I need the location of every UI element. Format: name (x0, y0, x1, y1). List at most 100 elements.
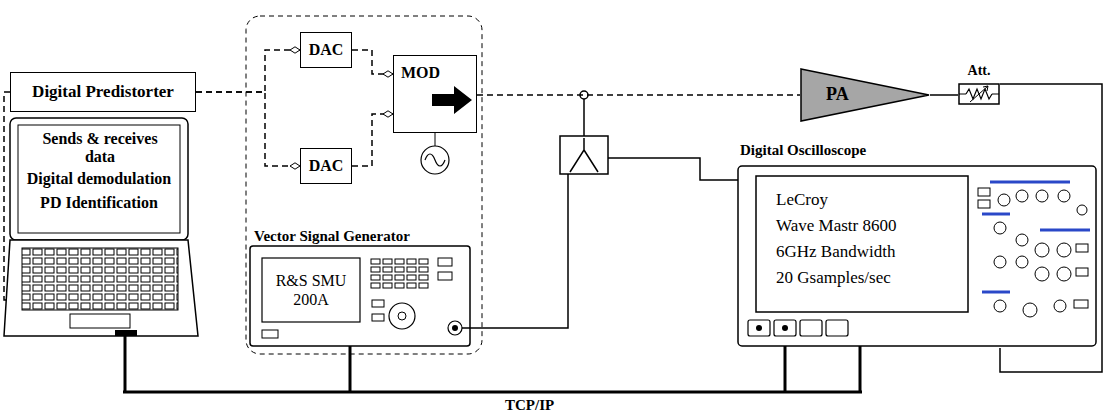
power-amplifier (801, 69, 929, 121)
oscilloscope-body (978, 200, 990, 208)
laptop-icon (4, 118, 198, 336)
oscilloscope-body (1054, 300, 1066, 312)
signal-generator-body (250, 246, 470, 346)
coupler-symbol (462, 174, 568, 328)
node-text: R&S SMU 200A (262, 271, 360, 309)
signal-connector (1000, 84, 1102, 372)
oscillator-symbol (435, 133, 436, 146)
oscilloscope-body (994, 256, 1006, 268)
attenuator (959, 94, 966, 95)
tcpip-bus (784, 346, 787, 392)
coupler-symbol (570, 138, 598, 172)
node-label: Att. (958, 62, 1000, 80)
oscilloscope-body (774, 320, 796, 336)
oscilloscope-body (1016, 190, 1028, 202)
signal-connector (196, 92, 300, 166)
oscilloscope-body (738, 166, 1096, 346)
modulator-box: MOD (393, 55, 477, 133)
attenuator: Att. (958, 62, 1000, 106)
signal-connector (352, 114, 393, 166)
oscilloscope-body (1057, 267, 1071, 281)
oscilloscope-body (1076, 244, 1088, 252)
oscilloscope-body (1035, 267, 1049, 281)
oscilloscope-body (1040, 229, 1090, 232)
oscilloscope-body (800, 320, 822, 336)
oscilloscope-body (826, 320, 848, 336)
coupler-symbol (608, 158, 738, 180)
laptop-screen: Sends & receives dataDigital demodulatio… (8, 118, 190, 340)
oscilloscope-body (756, 325, 762, 331)
tcpip-bus (859, 346, 862, 392)
node-text: LeCroy (776, 190, 828, 210)
oscilloscope-body (782, 325, 788, 331)
signal-generator-body (262, 258, 360, 322)
signal-connector (930, 94, 958, 96)
oscillator-symbol (425, 154, 445, 166)
oscilloscope-body (994, 222, 1006, 234)
signal-connector (477, 94, 800, 96)
node-label: MOD (401, 64, 440, 82)
oscilloscope-body (748, 320, 770, 336)
power-amplifier: PA (800, 68, 930, 122)
coupler-symbol (560, 136, 608, 174)
signal-generator-body (452, 325, 458, 331)
signal-generator-body (372, 314, 384, 321)
node-label: DAC (309, 41, 344, 59)
signal-generator-body (398, 312, 406, 320)
attenuator (959, 84, 999, 104)
tcpip-bus (123, 336, 862, 392)
signal-generator-body (370, 258, 430, 290)
signal-generator-body (250, 246, 470, 346)
node-text: 6GHz Bandwidth (776, 242, 895, 262)
laptop-icon (70, 314, 130, 328)
signal-generator-body (389, 303, 415, 329)
signal-connector (4, 92, 10, 300)
oscillator-symbol (421, 133, 449, 174)
node-text: Wave Mastr 8600 (776, 216, 896, 236)
oscilloscope-body (1057, 243, 1071, 257)
oscilloscope-body (738, 166, 1096, 346)
power-amplifier (800, 68, 930, 122)
oscilloscope-body (1016, 256, 1028, 268)
modulator-box (432, 86, 472, 114)
oscilloscope-body (1035, 243, 1049, 257)
generator-enclosure (246, 16, 482, 354)
attenuator (970, 86, 988, 102)
signal-generator-body (262, 330, 278, 338)
oscilloscope-body (1023, 303, 1037, 317)
oscilloscope-body (1077, 205, 1087, 215)
signal-connector (196, 50, 300, 92)
tcpip-bus (123, 391, 862, 394)
signal-generator-body (372, 300, 384, 307)
oscilloscope-body (998, 194, 1010, 206)
oscilloscope-body (990, 181, 1070, 184)
laptop-icon (22, 248, 178, 310)
tcpip-bus (349, 346, 352, 392)
node-text: 20 Gsamples/sec (776, 268, 891, 288)
node-label: PA (826, 84, 849, 104)
tcpip-bus (124, 336, 127, 392)
node-text: PD Identification (12, 194, 186, 212)
node-text: Digital demodulation (12, 170, 186, 188)
oscilloscope-body (1016, 234, 1028, 246)
node-label: Sends & receives data (30, 130, 170, 166)
oscilloscope-body (1058, 190, 1070, 202)
predistorter-box: Digital Predistorter (10, 72, 196, 112)
oscilloscope: Digital OscilloscopeLeCroyWave Mastr 860… (736, 142, 1100, 348)
laptop-icon (4, 240, 198, 336)
oscilloscope-body (994, 300, 1006, 312)
oscilloscope-body (1074, 300, 1088, 308)
signal-generator-body (438, 258, 452, 266)
dac-box: DAC (300, 32, 352, 68)
dac-box: DAC (300, 148, 352, 184)
laptop-icon (115, 330, 137, 336)
attenuator (992, 94, 999, 95)
oscilloscope-body (978, 188, 990, 196)
node-label: DAC (309, 157, 344, 175)
node-label: Vector Signal Generator (254, 228, 410, 245)
coupler-symbol (583, 95, 585, 136)
signal-generator-body (438, 272, 452, 280)
